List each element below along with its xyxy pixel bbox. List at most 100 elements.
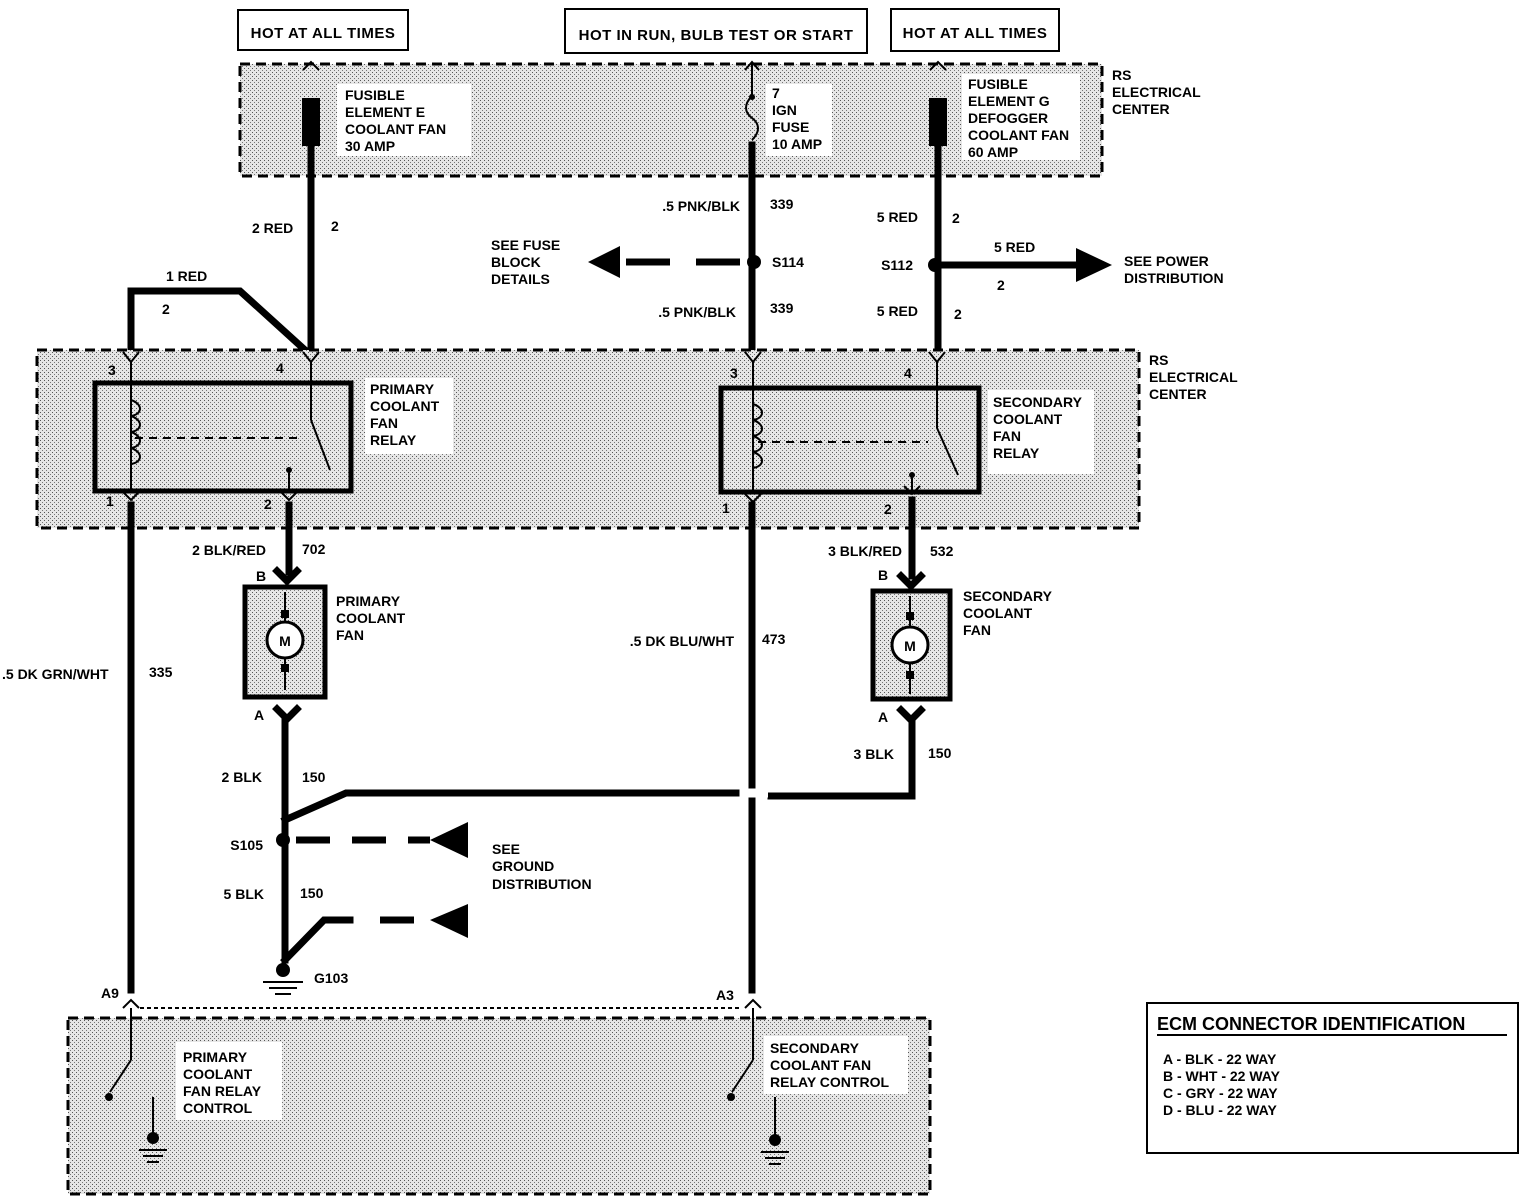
svg-text:7: 7 — [772, 85, 780, 101]
svg-text:B - WHT - 22 WAY: B - WHT - 22 WAY — [1163, 1068, 1281, 1084]
svg-text:4: 4 — [276, 360, 284, 376]
svg-text:3 BLK: 3 BLK — [854, 746, 894, 762]
supply-hot-run: HOT IN RUN, BULB TEST OR START — [564, 8, 868, 54]
svg-text:DETAILS: DETAILS — [491, 271, 550, 287]
svg-text:RS: RS — [1149, 352, 1168, 368]
svg-text:RELAY CONTROL: RELAY CONTROL — [770, 1074, 889, 1090]
top-center-label: RS ELECTRICAL CENTER — [1112, 67, 1201, 117]
svg-text:COOLANT FAN: COOLANT FAN — [770, 1057, 871, 1073]
svg-text:2: 2 — [884, 501, 892, 517]
svg-text:30 AMP: 30 AMP — [345, 138, 395, 154]
svg-text:FAN: FAN — [963, 622, 991, 638]
svg-text:D - BLU - 22 WAY: D - BLU - 22 WAY — [1163, 1102, 1277, 1118]
svg-text:3: 3 — [730, 365, 738, 381]
svg-text:COOLANT: COOLANT — [183, 1066, 253, 1082]
svg-text:5 RED: 5 RED — [877, 209, 918, 225]
svg-text:SEE: SEE — [492, 841, 520, 857]
supply-hot-left: HOT AT ALL TIMES — [237, 9, 409, 51]
svg-text:ELECTRICAL: ELECTRICAL — [1149, 369, 1238, 385]
fusible-element-g: FUSIBLE ELEMENT G DEFOGGER COOLANT FAN 6… — [929, 60, 1080, 160]
arrow-left-icon — [430, 822, 468, 858]
svg-text:1: 1 — [722, 500, 730, 516]
svg-text:IGN: IGN — [772, 102, 797, 118]
svg-text:SECONDARY: SECONDARY — [993, 394, 1083, 410]
svg-text:150: 150 — [302, 769, 326, 785]
svg-text:339: 339 — [770, 196, 794, 212]
svg-text:SECONDARY: SECONDARY — [770, 1040, 860, 1056]
svg-text:S112: S112 — [881, 257, 913, 273]
svg-text:COOLANT FAN: COOLANT FAN — [968, 127, 1069, 143]
svg-text:HOT AT ALL TIMES: HOT AT ALL TIMES — [251, 25, 396, 42]
svg-text:3: 3 — [108, 362, 116, 378]
svg-text:2 BLK: 2 BLK — [222, 769, 262, 785]
svg-text:FAN RELAY: FAN RELAY — [183, 1083, 262, 1099]
svg-text:.5 PNK/BLK: .5 PNK/BLK — [662, 198, 740, 214]
svg-text:5 RED: 5 RED — [994, 239, 1035, 255]
svg-text:339: 339 — [770, 300, 794, 316]
svg-text:RELAY: RELAY — [993, 445, 1040, 461]
svg-text:B: B — [256, 568, 266, 584]
svg-text:FAN: FAN — [993, 428, 1021, 444]
svg-text:A - BLK - 22 WAY: A - BLK - 22 WAY — [1163, 1051, 1277, 1067]
svg-text:4: 4 — [904, 365, 912, 381]
svg-text:5 BLK: 5 BLK — [224, 886, 264, 902]
arrow-right-icon — [1076, 248, 1112, 282]
svg-text:SEE POWER: SEE POWER — [1124, 253, 1209, 269]
primary-coolant-fan-relay: PRIMARY COOLANT FAN RELAY 3 4 1 2 — [92, 351, 453, 512]
svg-text:473: 473 — [762, 631, 786, 647]
svg-text:1 RED: 1 RED — [166, 268, 207, 284]
svg-text:FUSIBLE: FUSIBLE — [345, 87, 405, 103]
svg-text:150: 150 — [928, 745, 952, 761]
svg-text:GROUND: GROUND — [492, 858, 554, 874]
supply-hot-right: HOT AT ALL TIMES — [890, 8, 1060, 52]
svg-text:2: 2 — [331, 218, 339, 234]
svg-text:RS: RS — [1112, 67, 1131, 83]
svg-text:RELAY: RELAY — [370, 432, 417, 448]
svg-text:FUSIBLE: FUSIBLE — [968, 76, 1028, 92]
svg-text:ELEMENT G: ELEMENT G — [968, 93, 1050, 109]
svg-text:A: A — [878, 709, 888, 725]
svg-text:150: 150 — [300, 885, 324, 901]
svg-text:10 AMP: 10 AMP — [772, 136, 822, 152]
wire-1red-jumper — [127, 287, 310, 356]
svg-text:1: 1 — [106, 493, 114, 509]
svg-text:SEE FUSE: SEE FUSE — [491, 237, 560, 253]
ref-fuse-block: SEE FUSE BLOCK DETAILS — [491, 237, 560, 287]
svg-text:HOT IN RUN, BULB TEST OR START: HOT IN RUN, BULB TEST OR START — [579, 27, 854, 44]
svg-text:2 RED: 2 RED — [252, 220, 293, 236]
svg-text:G103: G103 — [314, 970, 348, 986]
svg-text:HOT AT ALL TIMES: HOT AT ALL TIMES — [903, 25, 1048, 42]
svg-text:335: 335 — [149, 664, 173, 680]
middle-electrical-center — [35, 348, 1141, 530]
svg-text:S105: S105 — [230, 837, 263, 853]
svg-text:COOLANT: COOLANT — [370, 398, 440, 414]
svg-text:FUSE: FUSE — [772, 119, 809, 135]
svg-text:DISTRIBUTION: DISTRIBUTION — [1124, 270, 1224, 286]
splice-s105 — [276, 833, 290, 847]
arrow-left-icon — [588, 246, 620, 278]
wire-150-secondary — [767, 716, 916, 800]
svg-text:FAN: FAN — [336, 627, 364, 643]
svg-text:.5 DK GRN/WHT: .5 DK GRN/WHT — [2, 666, 109, 682]
svg-text:.5 PNK/BLK: .5 PNK/BLK — [658, 304, 736, 320]
primary-coolant-fan: M B A PRIMARY COOLANT FAN — [242, 566, 406, 724]
svg-text:A3: A3 — [716, 987, 734, 1003]
svg-text:S114: S114 — [772, 254, 804, 270]
secondary-fan-relay-control: SECONDARY COOLANT FAN RELAY CONTROL — [727, 1008, 908, 1165]
svg-text:SECONDARY: SECONDARY — [963, 588, 1053, 604]
svg-text:PRIMARY: PRIMARY — [336, 593, 401, 609]
fusible-element-e: FUSIBLE ELEMENT E COOLANT FAN 30 AMP — [302, 60, 471, 156]
svg-text:ELEMENT E: ELEMENT E — [345, 104, 425, 120]
svg-text:PRIMARY: PRIMARY — [370, 381, 435, 397]
svg-text:A: A — [254, 707, 264, 723]
svg-text:CONTROL: CONTROL — [183, 1100, 253, 1116]
svg-text:3 BLK/RED: 3 BLK/RED — [828, 543, 902, 559]
svg-text:FAN: FAN — [370, 415, 398, 431]
splice-s114 — [747, 255, 761, 269]
svg-text:CENTER: CENTER — [1112, 101, 1170, 117]
ref-ground-distribution: SEE GROUND DISTRIBUTION — [492, 841, 592, 892]
ground-g103-icon — [263, 963, 303, 995]
wire-150-cross — [280, 789, 740, 825]
ref-power-distribution: SEE POWER DISTRIBUTION — [1124, 253, 1224, 286]
